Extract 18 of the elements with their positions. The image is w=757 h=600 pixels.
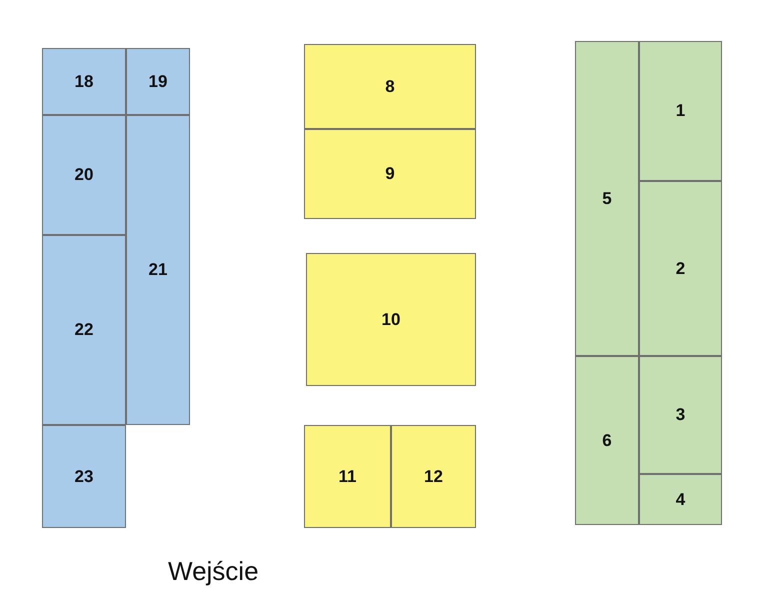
numbered-area: 9 (304, 129, 476, 219)
numbered-area: 6 (575, 356, 639, 525)
numbered-area: 2 (639, 181, 722, 356)
numbered-area: 11 (304, 425, 391, 528)
numbered-area: 4 (639, 474, 722, 525)
numbered-area: 5 (575, 41, 639, 356)
numbered-area: 12 (391, 425, 476, 528)
numbered-area: 10 (306, 253, 476, 386)
numbered-area: 21 (126, 115, 190, 425)
numbered-area: 20 (42, 115, 126, 235)
entrance-label: Wejście (168, 556, 259, 587)
numbered-area: 18 (42, 48, 126, 115)
numbered-area: 8 (304, 44, 476, 129)
numbered-area: 23 (42, 425, 126, 528)
numbered-area: 22 (42, 235, 126, 425)
numbered-area: 19 (126, 48, 190, 115)
numbered-area: 1 (639, 41, 722, 181)
numbered-area: 3 (639, 356, 722, 474)
